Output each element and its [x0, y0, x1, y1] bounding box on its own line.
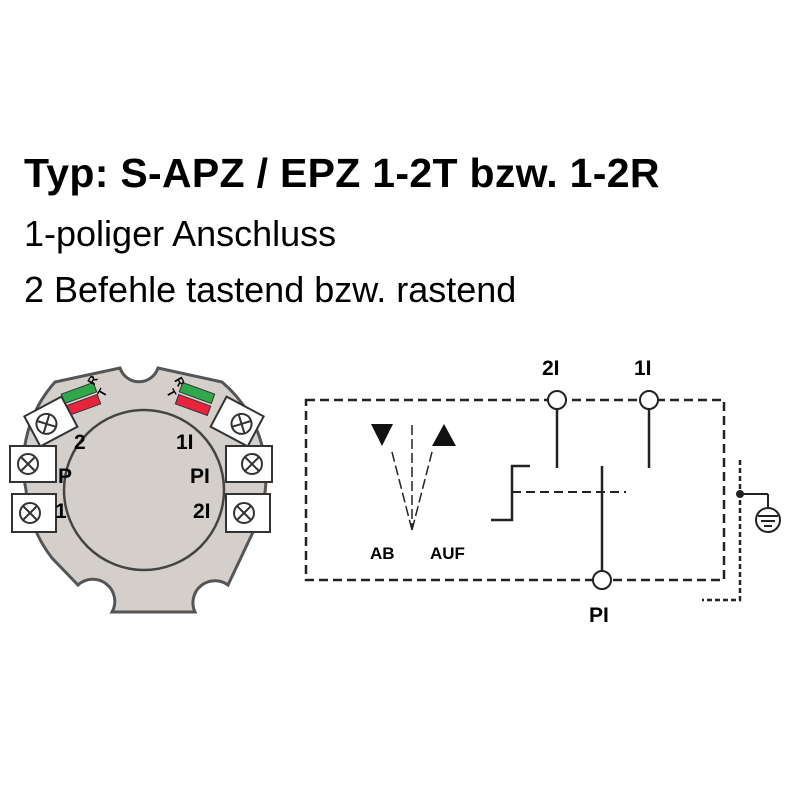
terminal-label-p: P	[58, 465, 72, 488]
label-auf: AUF	[430, 544, 465, 563]
switch-schematic: AB AUF 2I 1I PI	[304, 357, 781, 627]
terminal-label-2i: 2I	[193, 500, 211, 523]
switch-actuator	[491, 464, 530, 522]
page-title: Typ: S-APZ / EPZ 1-2T bzw. 1-2R	[24, 150, 660, 196]
label-pi: PI	[589, 604, 609, 627]
subtitle-connection: 1-poliger Anschluss	[24, 213, 337, 254]
enclosure-outline	[304, 398, 726, 582]
terminal-2i	[547, 390, 567, 410]
mode-indicator-left: R T	[60, 373, 111, 417]
terminal-label-1: 1	[55, 500, 67, 523]
earth-ground-icon	[755, 507, 781, 533]
direction-arrows	[371, 424, 456, 531]
terminal-pi	[592, 570, 612, 590]
label-1i: 1I	[634, 357, 652, 380]
connector-inner-circle	[62, 408, 226, 572]
terminal-label-2: 2	[74, 431, 86, 454]
subtitle-commands: 2 Befehle tastend bzw. rastend	[24, 269, 517, 310]
arrow-up-icon	[432, 424, 456, 446]
label-ab: AB	[370, 544, 395, 563]
label-2i: 2I	[542, 357, 560, 380]
terminal-1i	[639, 390, 659, 410]
ground-wire	[702, 460, 742, 602]
screw-terminals-left	[9, 395, 79, 533]
arrow-down-icon	[371, 424, 393, 446]
terminal-label-pi: PI	[190, 465, 210, 488]
connector-plug: R T R T	[9, 366, 273, 614]
terminal-label-1i: 1I	[176, 431, 194, 454]
screw-terminals-right	[209, 395, 273, 533]
